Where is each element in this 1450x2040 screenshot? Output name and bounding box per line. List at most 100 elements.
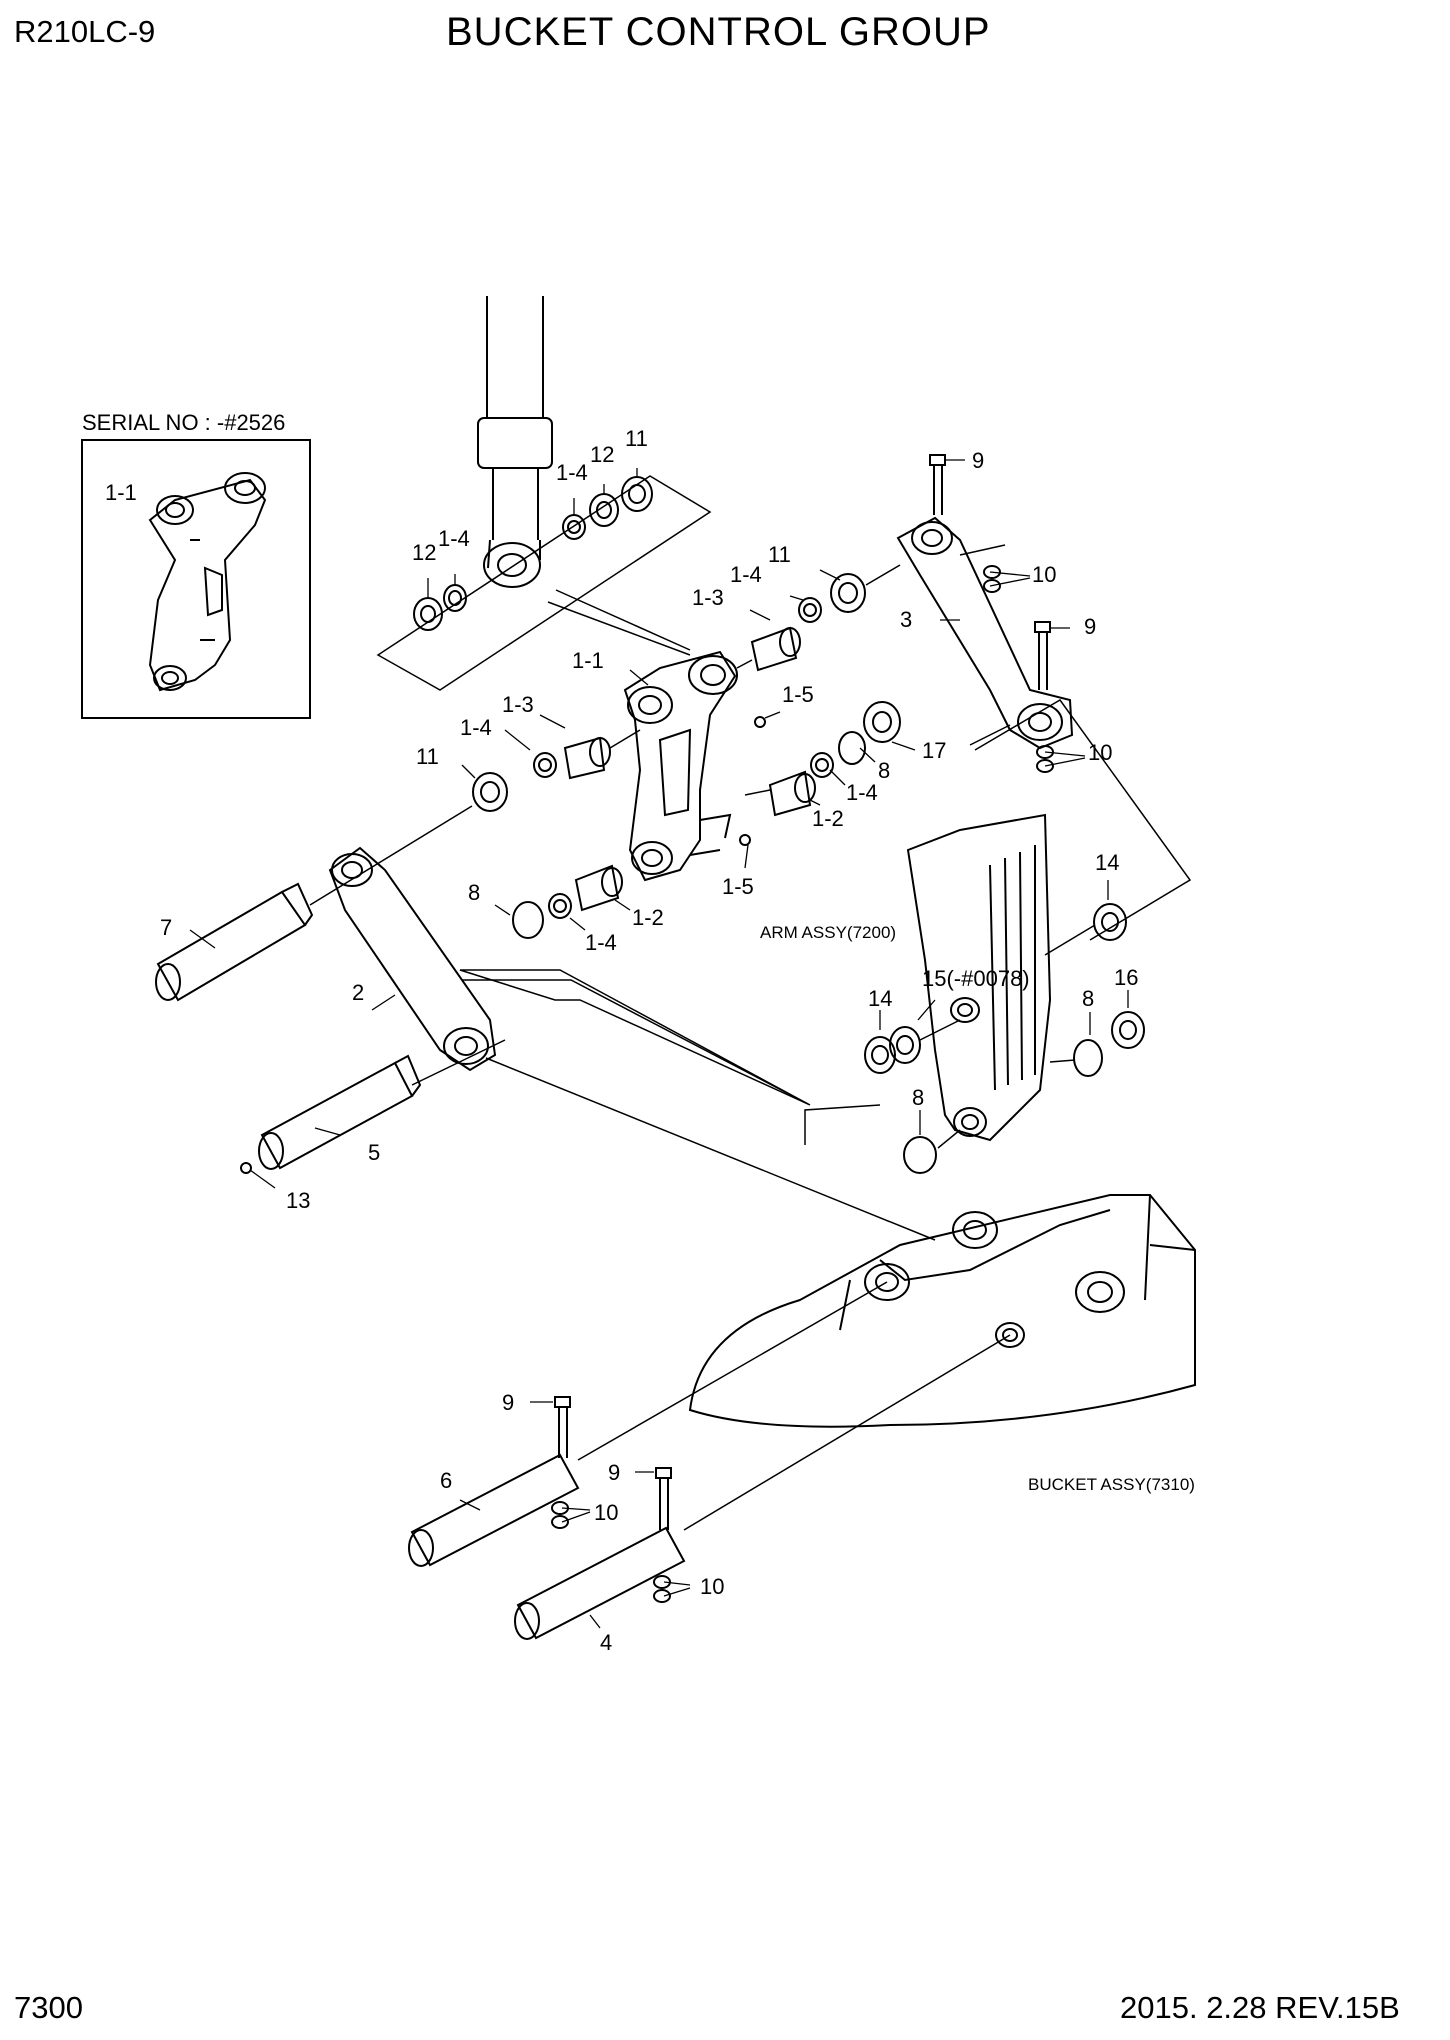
callout-11: 11 — [625, 426, 648, 451]
grease-nipple-13 — [240, 1162, 252, 1174]
callout-9: 9 — [972, 448, 984, 473]
bolt-9-pin6 — [554, 1396, 571, 1458]
washer-11-left — [472, 772, 508, 812]
callout-12: 12 — [590, 442, 614, 467]
bucket-cylinder-rod — [477, 296, 553, 588]
washer-11-b — [830, 573, 866, 613]
callout-16: 16 — [1114, 965, 1138, 990]
callout-1-3: 1-3 — [502, 692, 534, 717]
nut-10-pin4 — [653, 1575, 671, 1603]
o-ring-8-d — [903, 1136, 937, 1174]
grease-nipple-1-5-a — [754, 716, 766, 728]
shim-1-4-right — [562, 514, 586, 540]
bolt-9-pin4 — [655, 1467, 672, 1530]
washer-12-right — [589, 493, 619, 527]
callout-9: 9 — [1084, 614, 1096, 639]
callout-1-2: 1-2 — [632, 905, 664, 930]
link-2 — [328, 846, 497, 1072]
callout-14: 14 — [1095, 850, 1119, 875]
callout-5: 5 — [368, 1140, 380, 1165]
callout-4: 4 — [600, 1630, 612, 1655]
o-ring-8-c — [1073, 1039, 1103, 1077]
inset-frame — [81, 439, 311, 719]
model-code: R210LC-9 — [14, 14, 156, 49]
arm-assembly-label: ARM ASSY(7200) — [760, 923, 896, 942]
callout-9: 9 — [608, 1460, 620, 1485]
page-number: 7300 — [14, 1990, 83, 2025]
callout-10: 10 — [1032, 562, 1056, 587]
inset-link-drawing — [148, 472, 267, 692]
callout-11: 11 — [768, 542, 791, 567]
link-3 — [896, 516, 1074, 750]
callout-1-4: 1-4 — [730, 562, 762, 587]
link-assembly-1-1 — [623, 650, 738, 882]
bushing-1-3-a — [563, 736, 611, 780]
pin-6 — [408, 1453, 580, 1567]
callout-1-3: 1-3 — [692, 585, 724, 610]
callout-1-4: 1-4 — [460, 715, 492, 740]
washer-14-left — [864, 1036, 896, 1074]
callout-7: 7 — [160, 915, 172, 940]
bolt-9-top — [929, 454, 946, 515]
bushing-1-2-a — [768, 770, 816, 817]
callout-1-4: 1-4 — [846, 780, 878, 805]
callout-10: 10 — [594, 1500, 618, 1525]
revision-date: 2015. 2.28 REV.15B — [1120, 1990, 1400, 2025]
bushing-1-2-b — [574, 864, 623, 912]
nut-10-mid — [1036, 745, 1054, 773]
callout-15-serial: 15(-#0078) — [922, 966, 1030, 991]
callout-leaders — [189, 459, 1129, 1629]
callout-10: 10 — [1088, 740, 1112, 765]
callout-8: 8 — [468, 880, 480, 905]
grease-nipple-1-5-b — [739, 834, 751, 846]
washer-11-top — [621, 476, 653, 512]
inset-callout-1-1: 1-1 — [105, 480, 137, 505]
shim-1-4-left — [443, 584, 467, 612]
bushing-1-3-b — [750, 626, 801, 672]
bucket-assembly — [688, 1194, 1196, 1428]
shim-1-4-b — [798, 597, 822, 623]
callout-1-5: 1-5 — [722, 874, 754, 899]
callout-17: 17 — [922, 738, 946, 763]
callout-9: 9 — [502, 1390, 514, 1415]
washer-12-left — [413, 597, 443, 631]
assembly-guide-frame-top — [376, 475, 712, 691]
washer-16 — [1111, 1011, 1145, 1049]
assembly-guide-frame-middle — [459, 969, 811, 1106]
callout-1-4: 1-4 — [585, 930, 617, 955]
callout-8: 8 — [878, 758, 890, 783]
callout-1-4: 1-4 — [438, 526, 470, 551]
bucket-assembly-label: BUCKET ASSY(7310) — [1028, 1475, 1195, 1494]
callout-2: 2 — [352, 980, 364, 1005]
inset-label: SERIAL NO : -#2526 — [82, 410, 285, 435]
callout-10: 10 — [700, 1574, 724, 1599]
pin-5 — [258, 1054, 422, 1170]
assembly-guide-frame-right — [974, 699, 1192, 941]
callout-1-4: 1-4 — [556, 460, 588, 485]
shim-15 — [889, 1026, 921, 1064]
nut-10-top — [983, 565, 1001, 593]
o-ring-8-b — [512, 901, 544, 939]
shim-1-4-a — [533, 752, 557, 778]
o-ring-8-a — [838, 731, 866, 765]
callout-8: 8 — [1082, 986, 1094, 1011]
callout-1-2: 1-2 — [812, 806, 844, 831]
callout-11: 11 — [416, 744, 439, 769]
page-title: BUCKET CONTROL GROUP — [446, 10, 991, 54]
washer-14-upper — [1093, 903, 1127, 941]
callout-13: 13 — [286, 1188, 310, 1213]
washer-17 — [863, 701, 901, 743]
callout-6: 6 — [440, 1468, 452, 1493]
nut-10-pin6 — [551, 1501, 569, 1529]
pin-4 — [514, 1526, 686, 1640]
pin-7 — [155, 882, 314, 1002]
callout-3: 3 — [900, 607, 912, 632]
callout-1-1: 1-1 — [572, 648, 604, 673]
shim-1-4-c — [810, 752, 834, 778]
callout-14: 14 — [868, 986, 892, 1011]
shim-1-4-d — [548, 893, 572, 919]
callout-1-5: 1-5 — [782, 682, 814, 707]
callout-8: 8 — [912, 1085, 924, 1110]
callout-12: 12 — [412, 540, 436, 565]
